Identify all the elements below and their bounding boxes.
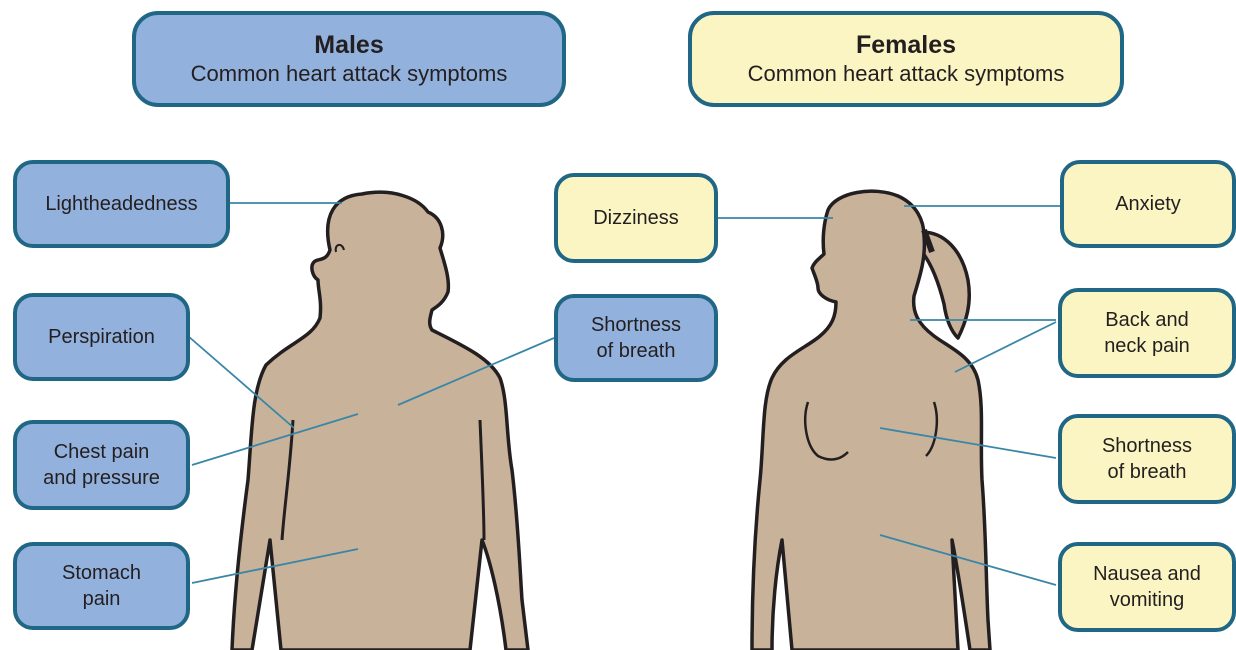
males-subtitle: Common heart attack symptoms xyxy=(191,60,508,88)
symptom-box-perspiration: Perspiration xyxy=(13,293,190,381)
symptom-box-back-neck-pain: Back and neck pain xyxy=(1058,288,1236,378)
symptom-box-chest-pain: Chest pain and pressure xyxy=(13,420,190,510)
males-title: Males xyxy=(314,30,383,60)
females-subtitle: Common heart attack symptoms xyxy=(748,60,1065,88)
females-title: Females xyxy=(856,30,956,60)
symptom-box-female-shortness-of-breath: Shortness of breath xyxy=(1058,414,1236,504)
symptom-label: Anxiety xyxy=(1115,191,1181,217)
symptom-label: Lightheadedness xyxy=(45,191,197,217)
symptom-label: Shortness of breath xyxy=(591,312,681,364)
female-silhouette xyxy=(752,191,990,650)
symptom-label: Shortness of breath xyxy=(1102,433,1192,485)
symptom-box-stomach-pain: Stomach pain xyxy=(13,542,190,630)
symptom-label: Stomach pain xyxy=(62,560,141,612)
male-silhouette xyxy=(232,192,528,650)
symptom-box-lightheadedness: Lightheadedness xyxy=(13,160,230,248)
symptom-box-dizziness: Dizziness xyxy=(554,173,718,263)
symptom-label: Chest pain and pressure xyxy=(43,439,160,491)
symptom-box-nausea: Nausea and vomiting xyxy=(1058,542,1236,632)
symptom-box-male-shortness-of-breath: Shortness of breath xyxy=(554,294,718,382)
symptom-label: Perspiration xyxy=(48,324,155,350)
females-header: Females Common heart attack symptoms xyxy=(688,11,1124,107)
symptom-label: Nausea and vomiting xyxy=(1093,561,1201,613)
symptom-label: Back and neck pain xyxy=(1104,307,1190,359)
males-header: Males Common heart attack symptoms xyxy=(132,11,566,107)
symptom-box-anxiety: Anxiety xyxy=(1060,160,1236,248)
symptom-label: Dizziness xyxy=(593,205,679,231)
male-body xyxy=(232,192,528,650)
connector-back-neck-2 xyxy=(955,322,1056,372)
